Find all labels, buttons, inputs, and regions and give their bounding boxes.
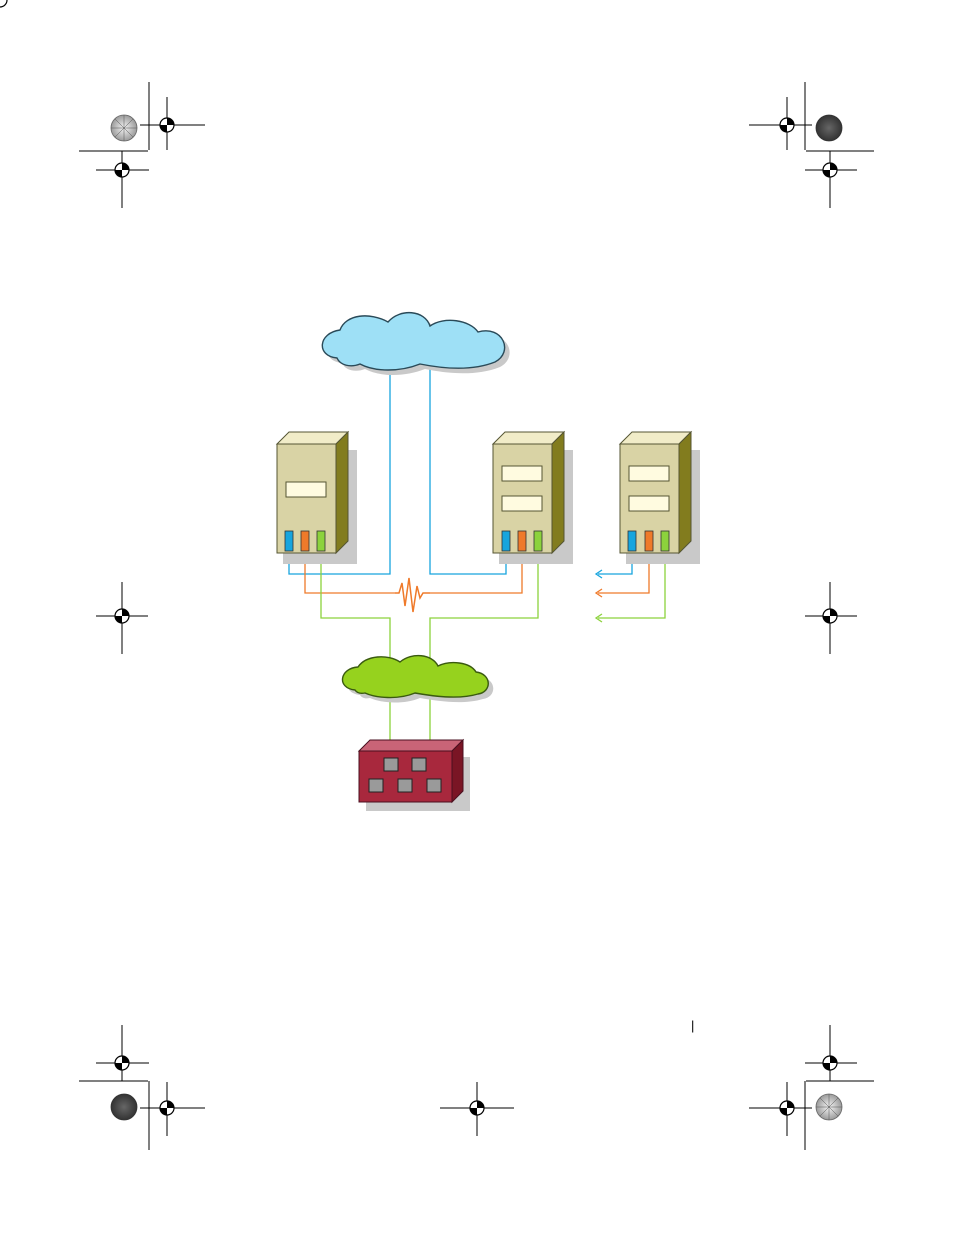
blue-port [285,531,293,551]
drive-slot [629,466,669,481]
registration-target-icon [160,1101,174,1115]
registration-target-icon [115,163,129,177]
green-port [534,531,542,551]
private-network-cloud [343,656,494,703]
registration-target-icon [115,1056,129,1070]
drive-slot [502,466,542,481]
server-node-2 [493,432,573,564]
registration-target-icon [780,1101,794,1115]
outgoing-arrows [596,570,602,622]
crop-marks [79,82,874,1150]
server-node-1 [277,432,357,564]
starburst-disc-icon [111,1094,137,1120]
drive-slot [502,496,542,511]
green-links [321,553,665,742]
blue-port [628,531,636,551]
orange-port [301,531,309,551]
drive-slot [286,482,326,497]
green-port [317,531,325,551]
starburst-disc-icon [816,115,842,141]
registration-target-icon [160,118,174,132]
starburst-disc-icon [816,1094,842,1120]
heartbeat-zigzag-icon [395,578,430,612]
registration-target-icon [0,0,7,7]
registration-target-icon [115,609,129,623]
storage-enclosure [359,740,470,811]
orange-port [518,531,526,551]
registration-target-icon [823,609,837,623]
storage-window [398,779,412,792]
blue-port [502,531,510,551]
registration-target-icon [780,118,794,132]
orange-port [645,531,653,551]
registration-target-icon [823,163,837,177]
starburst-disc-icon [111,115,137,141]
storage-window [369,779,383,792]
storage-window [384,758,398,771]
storage-window [427,779,441,792]
registration-target-icon [823,1056,837,1070]
drive-slot [629,496,669,511]
storage-window [412,758,426,771]
public-network-cloud [322,313,509,375]
registration-target-icon [470,1101,484,1115]
green-port [661,531,669,551]
server-node-3 [620,432,700,564]
page-marker: | [691,1018,694,1033]
